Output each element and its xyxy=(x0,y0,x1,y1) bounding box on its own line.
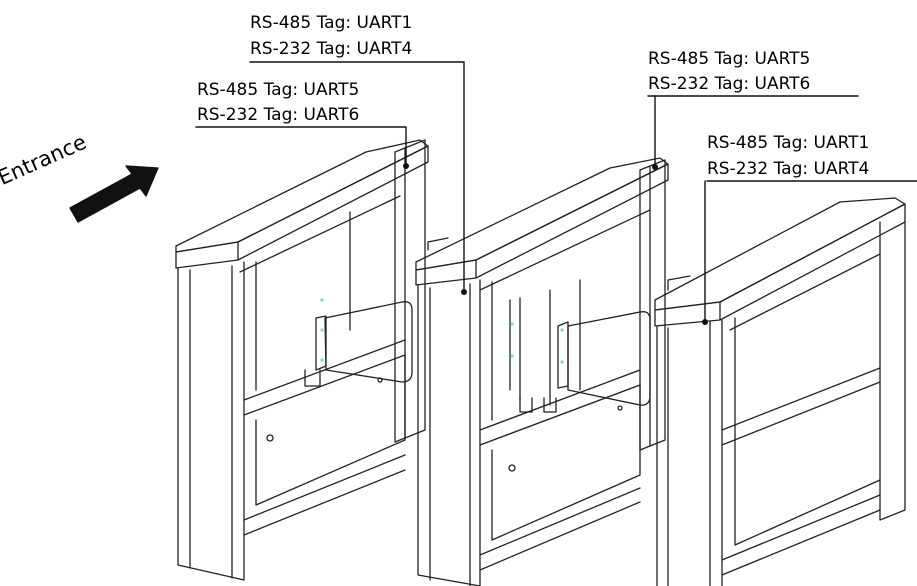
callout-right-rs485: RS-485 Tag: UART1 xyxy=(707,133,870,153)
callout-left-rs485: RS-485 Tag: UART5 xyxy=(197,80,360,100)
sensor-marks xyxy=(320,298,564,364)
callout-middle-rs232: RS-232 Tag: UART6 xyxy=(648,74,811,94)
callout-top-left-rs485: RS-485 Tag: UART1 xyxy=(250,13,413,33)
callout-left-rs232: RS-232 Tag: UART6 xyxy=(197,105,360,125)
callout-leaders xyxy=(195,61,917,323)
left-cabinet xyxy=(175,139,429,581)
callout-dots xyxy=(403,163,708,325)
middle-cabinet xyxy=(415,157,669,586)
entrance-arrow xyxy=(69,165,159,223)
right-cabinet xyxy=(654,197,906,586)
callout-right-rs232: RS-232 Tag: UART4 xyxy=(707,159,870,179)
callout-top-left-rs232: RS-232 Tag: UART4 xyxy=(250,39,413,59)
callout-middle-rs485: RS-485 Tag: UART5 xyxy=(648,49,811,69)
